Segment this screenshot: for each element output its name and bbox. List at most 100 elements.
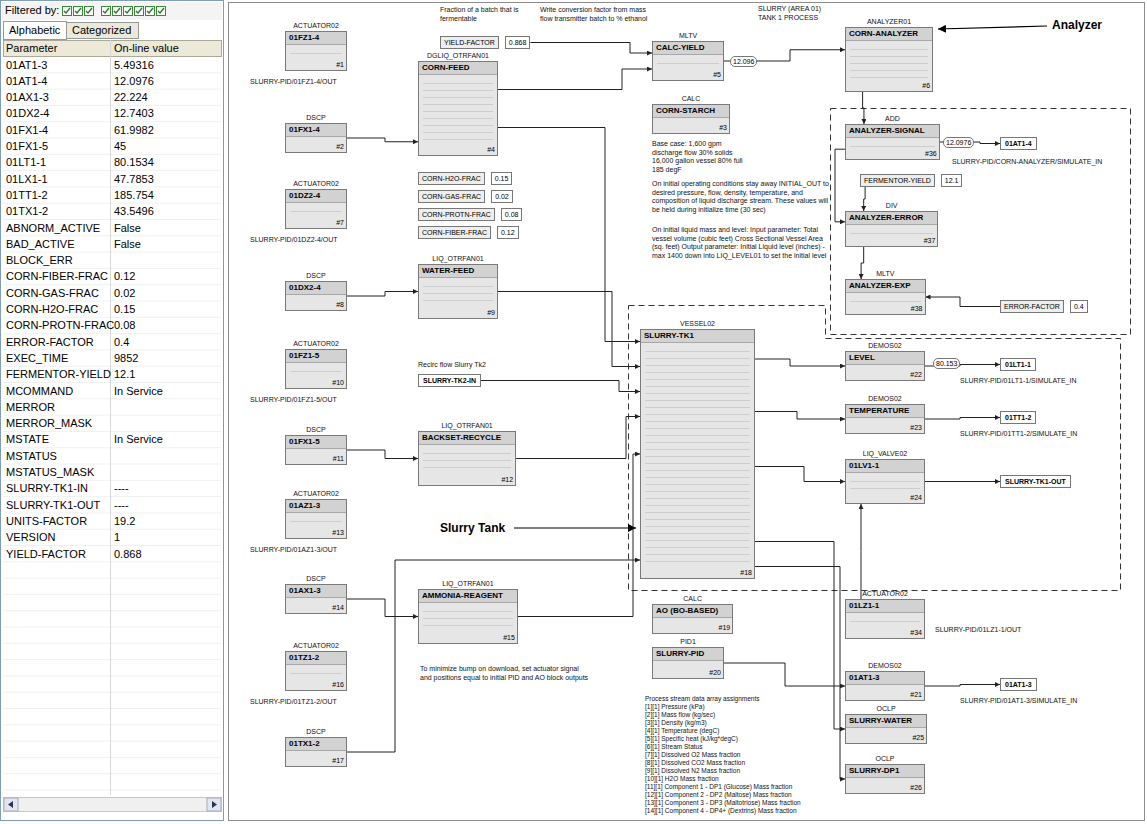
block-pins [290, 753, 342, 755]
parameter-name: 01FX1-5 [6, 140, 48, 153]
table-rows [3, 57, 221, 795]
parameter-name: FERMENTOR-YIELD [860, 174, 935, 187]
parameter-value: 5.49316 [114, 59, 154, 72]
signal-wire [347, 450, 418, 459]
block-pins [290, 600, 342, 602]
block-number: #13 [286, 529, 346, 538]
parameter-value: 12.7403 [114, 107, 154, 120]
block-type: CALC [652, 93, 730, 104]
signal-wire [755, 359, 845, 366]
function-block: DEMOS02LEVEL#22 [845, 340, 925, 381]
signal-wire [925, 418, 1000, 420]
reference-name: SLURRY-TK2-IN [418, 374, 481, 387]
function-block: LIQ_OTRFAN01WATER-FEED#9 [418, 253, 498, 319]
block-frame: SLURRY-TK1#18 [640, 329, 755, 579]
reference-tag: SLURRY-PID/01AT1-3/SIMULATE_IN [960, 697, 1077, 705]
block-type: ACTUATOR02 [285, 20, 347, 31]
array-note: [10][1] H2O Mass fraction [645, 775, 719, 783]
block-type: LIQ_VALVE02 [845, 448, 925, 459]
block-name: 01FZ1-5 [286, 350, 346, 363]
signal-wire [498, 69, 652, 90]
reference-tag: SLURRY-PID/01LZ1-1/OUT [935, 626, 1021, 634]
comment-note: Fraction of a batch that is fermentable [440, 6, 535, 23]
block-name: 01DZ2-4 [286, 190, 346, 203]
parameter-value: In Service [114, 385, 163, 398]
block-name: 01FX1-5 [286, 436, 346, 449]
parameter-value: 0.4 [114, 336, 129, 349]
block-type: MLTV [845, 268, 926, 279]
block-type: DGLIQ_OTRFAN01 [418, 50, 498, 61]
array-note: [14][1] Component 4 - DP4+ (Dextrins) Ma… [645, 807, 797, 815]
parameter-name: BLOCK_ERR [6, 254, 73, 267]
reference-name: SLURRY-TK1-OUT [1000, 475, 1071, 488]
filter-checkboxes [63, 7, 166, 16]
parameter-name: ERROR-FACTOR [6, 336, 94, 349]
reference-tag: SLURRY-PID/01TT1-2/SIMULATE_IN [960, 430, 1077, 438]
block-frame: LEVEL#22 [845, 351, 925, 381]
parameter-box: ERROR-FACTOR0.4 [1000, 300, 1088, 313]
reference-box: 01AT1-4 [1000, 137, 1037, 150]
block-frame: CALC-YIELD #5 [652, 41, 724, 81]
function-block: DIVANALYZER-ERROR#37 [845, 200, 938, 247]
block-name: 01AT1-3 [846, 672, 924, 685]
parameter-value: 22.224 [114, 91, 148, 104]
block-frame: 01LZ1-1#34 [845, 599, 925, 639]
block-name: CORN-ANALYZER [846, 28, 932, 41]
block-type: ACTUATOR02 [285, 178, 347, 189]
column-header: On-line value [114, 42, 179, 55]
reference-name: 01AT1-4 [1000, 137, 1037, 150]
parameter-name: YIELD-FACTOR [6, 548, 86, 561]
signal-wire [861, 504, 862, 599]
block-name: AMMONIA-REAGENT [419, 590, 517, 603]
block-name: CALC-YIELD [653, 42, 723, 55]
reference-tag: SLURRY-PID/01FZ1-5/OUT [250, 396, 337, 404]
block-number: #2 [286, 143, 346, 152]
reference-box: SLURRY-TK1-OUT [1000, 475, 1071, 488]
scrollbar [4, 798, 222, 812]
parameter-name: CORN-PROTN-FRAC [418, 208, 495, 221]
parameter-name: 01TT1-2 [6, 189, 48, 202]
parameter-name: 01LT1-1 [6, 156, 46, 169]
function-block: ADDANALYZER-SIGNAL#36 [845, 113, 940, 160]
function-block: PID1SLURRY-PID#20 [652, 636, 724, 679]
block-number: #7 [286, 219, 346, 228]
tab-label: Alphabetic [9, 24, 60, 37]
tab-inactive [67, 23, 139, 39]
value-bubble: 80.153 [933, 358, 960, 369]
block-frame: SLURRY-WATER#25 [845, 714, 927, 744]
block-name: SLURRY-TK1 [641, 330, 754, 343]
array-note: [7][1] Dissolved O2 Mass fraction [645, 751, 740, 759]
reference-tag: SLURRY-PID/01AZ1-3/OUT [250, 546, 337, 554]
array-note: [1][1] Pressure (kPa) [645, 703, 705, 711]
block-pins [657, 57, 719, 69]
block-pins [423, 280, 493, 307]
function-block: ACTUATOR0201DZ2-4 #7 [285, 178, 347, 229]
parameter-value: 0.08 [114, 319, 135, 332]
signal-wire [347, 292, 418, 297]
block-pins [290, 297, 342, 299]
block-frame: 01FZ1-5#10 [285, 349, 347, 389]
block-frame: 01TZ1-2#16 [285, 651, 347, 691]
block-pins [850, 687, 920, 689]
signal-wire [498, 292, 640, 367]
block-name: AO (BO-BASED) [653, 605, 732, 618]
block-number: #16 [286, 681, 346, 690]
signal-wire [518, 454, 640, 617]
array-note: [12][1] Component 2 - DP2 (Maltose) Mass… [645, 791, 792, 799]
parameter-box: CORN-PROTN-FRAC0.08 [418, 208, 522, 221]
function-block: ANALYZER01CORN-ANALYZER#6 [845, 16, 933, 92]
block-number: #37 [846, 237, 937, 246]
signal-wire [926, 297, 1001, 307]
array-note: [11][1] Component 1 - DP1 (Glucose) Mass… [645, 783, 792, 791]
block-number: #4 [419, 146, 497, 155]
block-name: SLURRY-DP1 [846, 765, 924, 778]
signal-wire [925, 685, 1000, 687]
parameter-name: MSTATE [6, 433, 49, 446]
reference-box: 01LT1-1 [1000, 358, 1036, 371]
block-frame: 01AZ1-3#13 [285, 499, 347, 539]
block-pins [850, 475, 920, 492]
function-block: ACTUATOR0201TZ1-2#16 [285, 640, 347, 691]
block-number: #5 [653, 71, 723, 80]
array-note: [9][1] Dissolved N2 Mass fraction [645, 767, 740, 775]
block-type: OCLP [845, 703, 927, 714]
